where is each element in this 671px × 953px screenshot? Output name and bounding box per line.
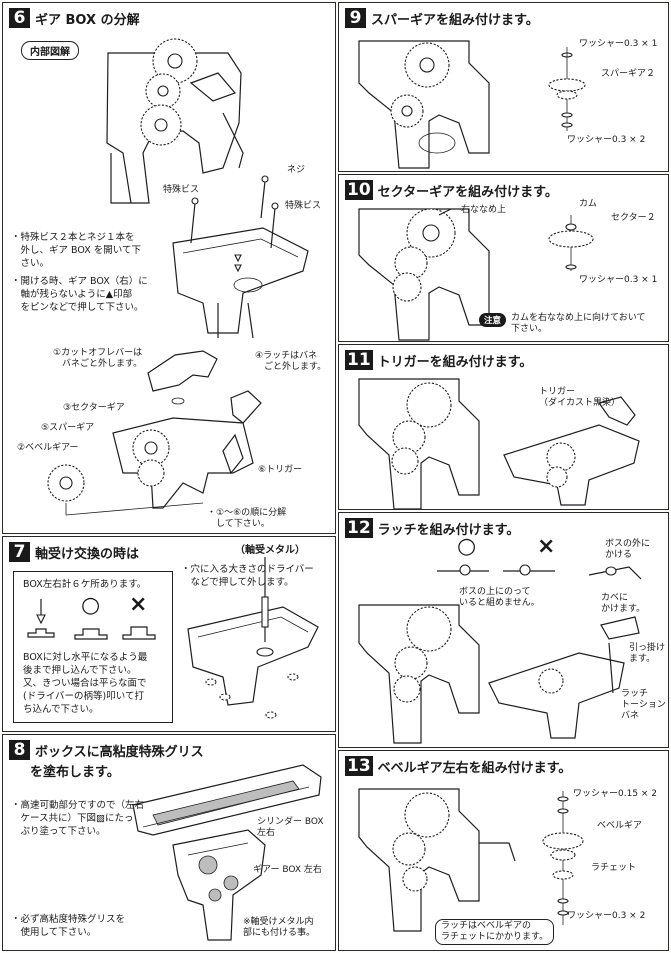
step-number: 11: [345, 350, 373, 370]
callout-bevel-gear: ②ベベルギアー: [17, 443, 79, 453]
step-title: スパーギアを組み付けます。: [371, 12, 539, 28]
step-number: 13: [345, 756, 373, 776]
callout-spur-gear: スパーギア２: [601, 69, 656, 79]
step-number: 9: [345, 8, 366, 28]
ng-mark: ×: [129, 592, 148, 617]
step-title-line2: を塗布します。: [30, 765, 120, 780]
callout-special-screw-right: 特殊ビス: [285, 201, 322, 211]
step-number: 10: [345, 180, 373, 200]
callout-sector2: セクター２: [611, 213, 656, 223]
callout-latch-spring: ラッチ トーション バネ: [621, 689, 666, 721]
notice-text: カムを右ななめ上に向けておいて 下さい。: [511, 313, 646, 334]
callout-pull-hook: 引っ掛け ます。: [629, 643, 666, 664]
bearing-install-box: [13, 571, 173, 723]
section-13-header: 13 ベベルギア左右を組み付けます。: [345, 756, 571, 776]
callout-order: ・①～⑥の順に分解 して下さい。: [207, 508, 287, 529]
step-number: 8: [9, 740, 30, 760]
bearing-box-title: BOX左右計６ケ所あります。: [23, 579, 147, 590]
section-10-header: 10 セクターギアを組み付けます。: [345, 180, 558, 200]
section-10: 10 セクターギアを組み付けます。 右ななめ上 カム セクター２ ワッシャー0.…: [338, 174, 669, 342]
spur-gear-assembly-illustration: [358, 40, 586, 169]
callout-sector-gear: ③セクターギア: [63, 403, 125, 413]
callout-washer-top: ワッシャー0.15 × 2: [573, 789, 658, 799]
step-title: 軸受け交換の時は: [35, 546, 140, 562]
bevel-gear-assembly-illustration: [358, 788, 584, 932]
section-6-header: 6 ギア BOX の分解: [9, 8, 140, 28]
callout-washer-bottom: ワッシャー0.3 × 2: [567, 135, 646, 145]
callout-trigger: ⑥トリガー: [258, 465, 303, 475]
section-13: 13 ベベルギア左右を組み付けます。 ワッシャー0.15 × 2 ベベルギア ラ…: [338, 750, 669, 951]
step-number: 7: [9, 542, 30, 562]
section-11: 11 トリガーを組み付けます。 トリガー （ダイカスト黒染）: [338, 344, 669, 510]
step-title: トリガーを組み付けます。: [377, 354, 533, 370]
callout-trigger: トリガー （ダイカスト黒染）: [539, 387, 621, 408]
section-9: 9 スパーギアを組み付けます。 ワッシャー0.3 × 1 スパーギア２ ワッシャ…: [338, 2, 669, 172]
callout-latch: ④ラッチはバネ ごと外します。: [255, 351, 327, 372]
ok-mark: ○: [457, 534, 477, 559]
callout-washer-top: ワッシャー0.3 × 1: [579, 39, 658, 49]
sector-gear-assembly-illustration: [358, 208, 594, 341]
step-title: ベベルギア左右を組み付けます。: [377, 760, 572, 776]
section-12: 12 ラッチを組み付けます。 ○ × ボスの上にのって いると組めません。 ボス…: [338, 512, 669, 748]
step-title: セクターギアを組み付けます。: [377, 184, 558, 200]
step-title: ラッチを組み付けます。: [377, 522, 520, 538]
callout-bearing-note: ※軸受けメタル内 部にも付ける事。: [243, 917, 316, 938]
callout-cylinder-box: シリンダー BOX 左右: [257, 817, 324, 838]
instruction-1: ・特殊ビス２本とネジ１本を 外し、ギア BOX を開いて下 さい。: [11, 232, 141, 269]
ok-mark: ○: [81, 593, 101, 618]
section-8: 8 ボックスに高粘度特殊グリス を塗布します。 ・高速可動部分ですので（左右 ケ…: [2, 734, 336, 951]
callout-spur-gear: ⑤スパーギア: [41, 423, 95, 433]
section-11-header: 11 トリガーを組み付けます。: [345, 350, 532, 370]
callout-special-screw-left: 特殊ビス: [163, 185, 200, 195]
internal-diagram-tag: 内部図解: [21, 41, 79, 60]
step-title: ギア BOX の分解: [35, 12, 140, 28]
callout-washer: ワッシャー0.3 × 1: [579, 275, 658, 285]
callout-wall-hook: カベに かけます。: [601, 593, 646, 614]
section-7-subtitle: （軸受メタル）: [235, 545, 305, 556]
section-7: 7 軸受け交換の時は （軸受メタル） BOX左右計６ケ所あります。 ○ × ・穴…: [2, 536, 336, 732]
callout-latch-note: ラッチはベベルギアの ラチェットにかかります。: [435, 919, 555, 945]
callout-cam: カム: [579, 199, 598, 209]
section-8-header: 8 ボックスに高粘度特殊グリス: [9, 740, 204, 760]
callout-screw: ネジ: [287, 165, 306, 175]
ng-mark: ×: [537, 534, 556, 559]
instruction-2: ・必ず高粘度特殊グリスを 使用して下さい。: [11, 914, 126, 938]
callout-diag-up-right: 右ななめ上: [461, 205, 507, 215]
callout-ratchet: ラチェット: [591, 863, 637, 873]
callout-gear-box: ギアー BOX 左右: [253, 865, 322, 875]
section-6: 6 ギア BOX の分解 内部図解: [2, 2, 336, 534]
step-number: 12: [345, 518, 373, 538]
bearing-notes: BOXに対し水平になるよう最 後まで押し込んで下さい。 又、きつい場合は平らな面…: [23, 652, 148, 715]
callout-bevel-gear: ベベルギア: [597, 821, 643, 831]
section-9-header: 9 スパーギアを組み付けます。: [345, 8, 539, 28]
callout-ng-note: ボスの上にのって いると組めません。: [459, 587, 540, 608]
trigger-assembly-illustration: [358, 378, 640, 509]
section-12-header: 12 ラッチを組み付けます。: [345, 518, 519, 538]
step-number: 6: [9, 8, 30, 28]
gearbox-disassembly-illustration: [47, 38, 309, 516]
callout-washer-bottom: ワッシャー0.3 × 2: [567, 911, 646, 921]
instruction-2: ・開ける時、ギア BOX（右）に 軸が残らないように▲印部 をピンなどで押して下…: [11, 276, 148, 313]
instruction-1: ・穴に入る大きさのドライバー などで押して外します。: [181, 564, 314, 588]
bearing-replacement-illustration: [27, 557, 319, 719]
notice-badge: 注意: [479, 313, 507, 327]
callout-cutoff-lever: ①カットオフレバーは バネごと外します。: [53, 348, 143, 369]
step-title: ボックスに高粘度特殊グリス: [35, 744, 204, 760]
section-7-header: 7 軸受け交換の時は: [9, 542, 139, 562]
instruction-1: ・高速可動部分ですので（左右 ケース共に）下図▨にたっ ぷり塗って下さい。: [11, 800, 145, 837]
callout-boss-outside: ボスの外に かける: [605, 539, 651, 560]
latch-assembly-illustration: [358, 564, 642, 744]
grease-application-illustration: [132, 764, 322, 941]
